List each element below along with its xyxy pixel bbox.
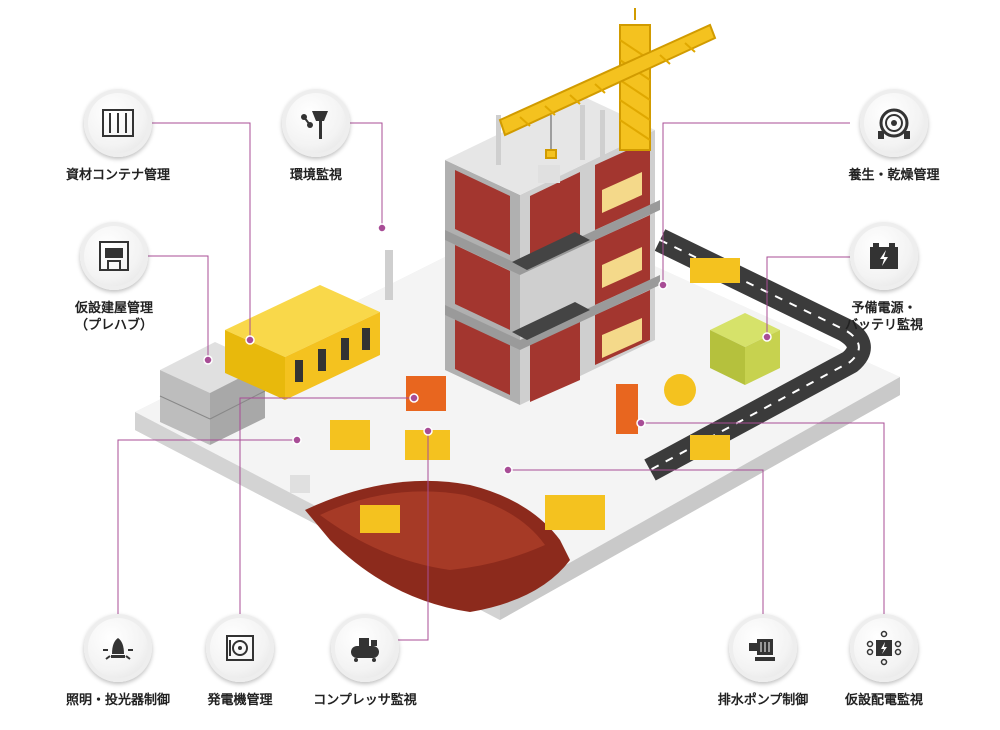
category-label: 排水ポンプ制御 [717,693,809,708]
category-curing-drying[interactable]: 養生・乾燥管理 [819,89,969,184]
label-line-1: 予備電源・ [851,301,917,316]
category-label: 発電機管理 [207,693,273,708]
category-label: 仮設建屋管理 （プレハブ） [39,300,189,334]
building-under-construction [445,95,660,405]
category-backup-power[interactable]: 予備電源・ バッテリ監視 [809,222,959,334]
category-lighting[interactable]: 照明・投光器制御 [43,614,193,709]
category-label: 環境監視 [289,168,342,183]
label-line-2: （プレハブ） [74,318,153,333]
category-environment[interactable]: 環境監視 [241,89,391,184]
compressor-icon [331,614,399,682]
category-label: コンプレッサ監視 [313,693,417,708]
road [644,229,871,481]
category-prefab[interactable]: 仮設建屋管理 （プレハブ） [39,222,189,334]
category-compressor[interactable]: コンプレッサ監視 [290,614,440,709]
container-icon [84,89,152,157]
pump-icon [729,614,797,682]
label-line-2: バッテリ監視 [844,318,923,333]
power-distribution-icon [850,614,918,682]
connector-lines [117,122,885,641]
generator-icon [206,614,274,682]
category-label: 養生・乾燥管理 [848,168,940,183]
material-containers [225,285,380,400]
label-line-1: 仮設建屋管理 [74,301,153,316]
weather-station-icon [282,89,350,157]
prefab-building-icon [80,222,148,290]
category-label: 資材コンテナ管理 [65,168,170,183]
floodlight-icon [84,614,152,682]
category-label: 照明・投光器制御 [65,693,170,708]
tower-crane [498,8,717,159]
connector-dots [203,223,772,475]
category-drain-pump[interactable]: 排水ポンプ制御 [688,614,838,709]
heater-fan-icon [860,89,928,157]
category-label: 仮設配電監視 [844,693,923,708]
category-temp-power[interactable]: 仮設配電監視 [809,614,959,709]
category-generator[interactable]: 発電機管理 [165,614,315,709]
battery-icon [850,222,918,290]
category-material-container[interactable]: 資材コンテナ管理 [43,89,193,184]
category-label: 予備電源・ バッテリ監視 [809,300,959,334]
